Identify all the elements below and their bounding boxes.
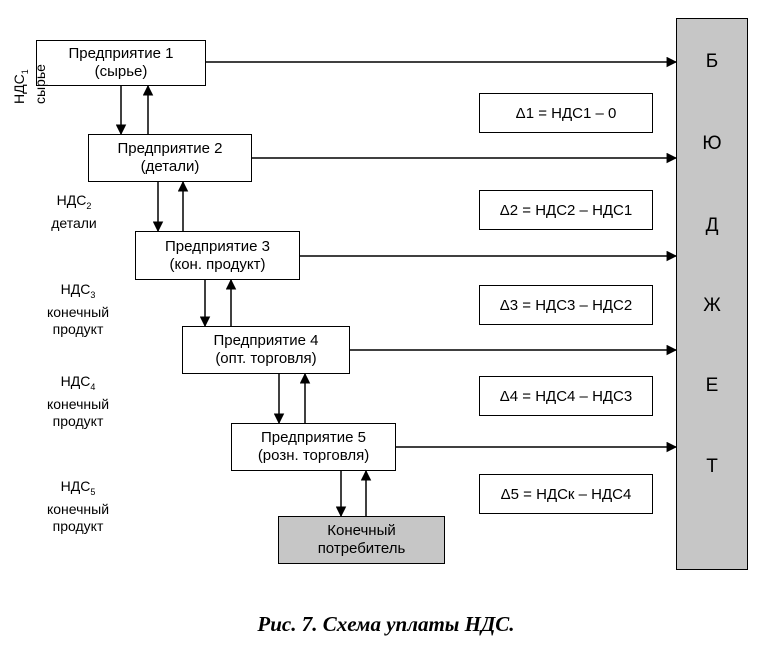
vat-label-1: НДС1 сырье: [11, 40, 48, 104]
delta-formula-4: Δ4 = НДС4 – НДС3: [499, 387, 633, 405]
enterprise-1-role: (сырье): [94, 63, 148, 80]
delta-formula-2: Δ2 = НДС2 – НДС1: [499, 201, 633, 219]
budget-letter-3: Д: [705, 215, 719, 236]
vat-label-5: НДС5 конечный продукт: [40, 478, 116, 535]
vat-label-1-sub: 1: [19, 69, 30, 75]
vat-label-2: НДС2 детали: [44, 192, 104, 232]
budget-letter-6: Т: [706, 456, 718, 477]
vat-label-4: НДС4 конечный продукт: [40, 373, 116, 430]
delta-formula-5: Δ5 = НДСк – НДС4: [500, 485, 632, 503]
vat-label-3-line3: продукт: [52, 320, 104, 337]
vat-label-5-line2: конечный: [46, 500, 110, 517]
delta-box-2: Δ2 = НДС2 – НДС1: [479, 190, 653, 230]
enterprise-5-role: (розн. торговля): [257, 447, 370, 464]
enterprise-3-name: Предприятие 3: [165, 237, 270, 255]
vat-label-1-base: НДС: [11, 74, 27, 104]
enterprise-1-name: Предприятие 1: [68, 45, 174, 62]
budget-letter-1: Б: [705, 51, 719, 72]
enterprise-4-role: (опт. торговля): [215, 350, 317, 367]
delta-box-4: Δ4 = НДС4 – НДС3: [479, 376, 653, 416]
vat-label-3-line2: конечный: [46, 303, 110, 320]
vat-label-4-base: НДС: [60, 373, 91, 389]
delta-box-1: Δ1 = НДС1 – 0: [479, 93, 653, 133]
vat-label-2-sub: 2: [86, 200, 92, 211]
enterprise-1-box: Предприятие 1 (сырье): [36, 40, 206, 86]
vat-label-5-line3: продукт: [52, 517, 104, 534]
vat-label-3-sub: 3: [90, 289, 96, 300]
enterprise-4-name: Предприятие 4: [213, 332, 319, 349]
vat-label-3-base: НДС: [60, 281, 91, 297]
budget-column: Б Ю Д Ж Е Т: [676, 18, 748, 570]
vat-label-5-sub: 5: [90, 486, 96, 497]
delta-formula-1: Δ1 = НДС1 – 0: [515, 104, 617, 122]
figure-caption: Рис. 7. Схема уплаты НДС.: [257, 612, 515, 636]
vat-label-4-line2: конечный: [46, 395, 110, 412]
enterprise-5-name: Предприятие 5: [261, 429, 366, 446]
vat-label-2-line2: детали: [51, 214, 97, 231]
enterprise-3-role: (кон. продукт): [169, 255, 266, 273]
enterprise-2-role: (детали): [140, 158, 200, 175]
vat-label-2-base: НДС: [56, 192, 87, 208]
budget-letter-2: Ю: [702, 133, 722, 154]
enterprise-2-box: Предприятие 2 (детали): [88, 134, 252, 182]
delta-formula-3: Δ3 = НДС3 – НДС2: [499, 296, 633, 314]
consumer-line2: потребитель: [317, 540, 406, 557]
vat-label-4-sub: 4: [90, 381, 96, 392]
consumer-line1: Конечный: [327, 522, 396, 539]
enterprise-4-box: Предприятие 4 (опт. торговля): [182, 326, 350, 374]
final-consumer-box: Конечный потребитель: [278, 516, 445, 564]
delta-box-3: Δ3 = НДС3 – НДС2: [479, 285, 653, 325]
delta-box-5: Δ5 = НДСк – НДС4: [479, 474, 653, 514]
vat-label-1-line2: сырье: [31, 64, 48, 104]
enterprise-2-name: Предприятие 2: [117, 140, 223, 157]
enterprise-3-box: Предприятие 3 (кон. продукт): [135, 231, 300, 280]
vat-label-3: НДС3 конечный продукт: [40, 281, 116, 338]
enterprise-5-box: Предприятие 5 (розн. торговля): [231, 423, 396, 471]
budget-letter-5: Е: [705, 375, 719, 396]
vat-label-4-line3: продукт: [52, 412, 104, 429]
vat-label-5-base: НДС: [60, 478, 91, 494]
budget-letter-4: Ж: [703, 295, 721, 316]
